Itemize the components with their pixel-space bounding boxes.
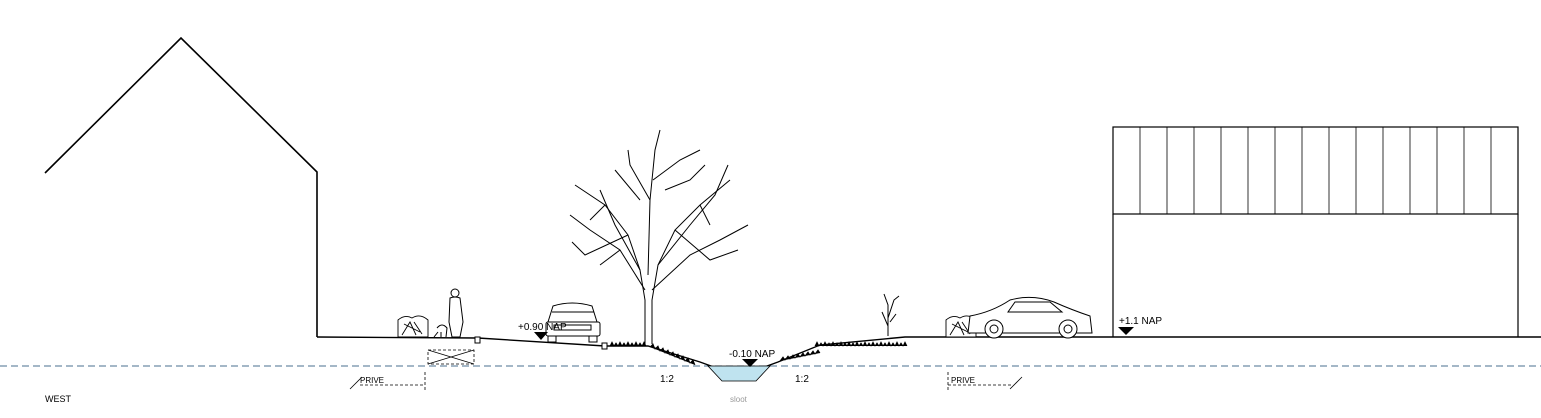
level-label-ditch: -0.10 NAP xyxy=(729,349,775,360)
bollard-right xyxy=(601,342,608,350)
shrub-left xyxy=(397,315,429,338)
level-marker-ditch xyxy=(742,359,758,367)
level-marker-right xyxy=(1118,327,1134,335)
slope-label-left: 1:2 xyxy=(660,374,674,385)
house-left xyxy=(44,36,318,337)
car-front-view xyxy=(545,302,601,343)
property-line-left xyxy=(349,372,426,390)
slope-label-right: 1:2 xyxy=(795,374,809,385)
sapling xyxy=(881,293,900,336)
pedestrian-figure xyxy=(433,288,464,338)
level-label-left: +0.90 NAP xyxy=(518,322,567,333)
tree xyxy=(569,129,749,344)
underground-duct xyxy=(427,349,475,365)
building-right xyxy=(1112,126,1519,337)
bollard-left xyxy=(474,336,481,344)
property-line-right xyxy=(947,372,1023,390)
ground-profile xyxy=(316,336,1541,371)
prive-label-left: PRIVE xyxy=(360,376,384,385)
ditch-water xyxy=(707,365,771,382)
prive-label-right: PRIVE xyxy=(951,376,975,385)
ditch-name-label: sloot xyxy=(730,395,748,404)
level-marker-left xyxy=(534,332,548,340)
grass-texture xyxy=(609,341,908,366)
direction-label: WEST xyxy=(45,394,72,404)
level-label-right: +1.1 NAP xyxy=(1119,316,1162,327)
car-side-view xyxy=(967,296,1093,339)
roof-panels xyxy=(1139,127,1492,214)
